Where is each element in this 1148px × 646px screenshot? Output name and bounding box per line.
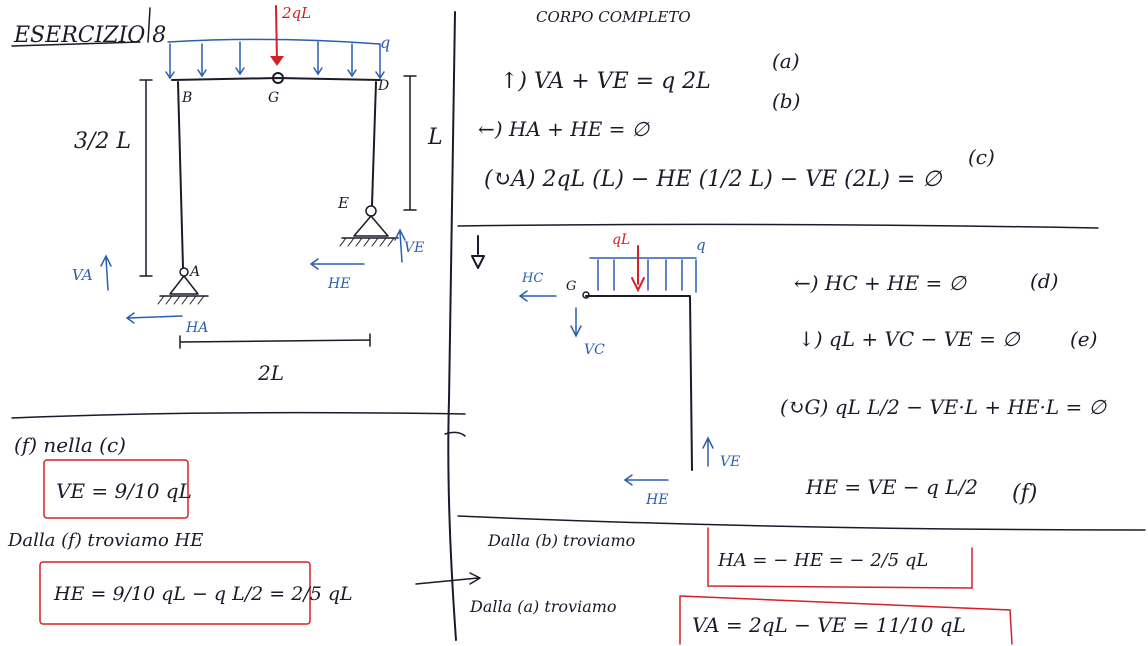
- tag-a: (a): [772, 49, 800, 73]
- sub-label-g: G: [566, 279, 576, 294]
- beam: [171, 77, 381, 81]
- sub-label-ql: qL: [612, 232, 630, 248]
- dim-left-label: 3/2 L: [74, 129, 131, 154]
- ha-result: HA = − HE = − 2/5 qL: [717, 550, 928, 571]
- page-dividers: [11, 11, 1146, 641]
- arrow-to-dalla-a: [415, 572, 481, 585]
- label-2ql: 2qL: [281, 4, 311, 22]
- full-body-heading: CORPO COMPLETO: [536, 8, 691, 26]
- sub-frame: [585, 295, 693, 471]
- sub-body-diagram: q qL HC G VC VE HE: [471, 232, 740, 508]
- dim-left: [139, 79, 153, 277]
- label-ha: HA: [185, 320, 208, 336]
- distributed-load: q: [165, 33, 390, 80]
- label-he: HE: [327, 276, 350, 292]
- f-in-c: (f) nella (c): [14, 433, 126, 457]
- reactions: VA HA VE HE: [72, 228, 424, 336]
- sub-hinge-g: [582, 291, 590, 299]
- support-e: [339, 205, 399, 247]
- ha-result-box: [707, 527, 973, 589]
- eq-c: (↻A) 2qL (L) − HE (1/2 L) − VE (2L) = ∅: [484, 167, 942, 192]
- label-va: VA: [72, 266, 93, 284]
- dim-span: [179, 333, 371, 349]
- tag-e: (e): [1070, 327, 1097, 351]
- eq-g: (↻G) qL L/2 − VE·L + HE·L = ∅: [780, 395, 1108, 419]
- label-b: B: [181, 90, 192, 106]
- va-result-box: [679, 595, 1013, 645]
- left-column: [177, 81, 184, 269]
- sub-label-q: q: [696, 236, 706, 254]
- hinge-g: [272, 72, 284, 84]
- dim-right-label: L: [427, 125, 443, 150]
- results: (f) nella (c) VE = 9/10 qL Dalla (f) tro…: [7, 433, 1013, 645]
- full-body-equations: CORPO COMPLETO ↑) VA + VE = q 2L (a) (b)…: [478, 8, 995, 192]
- point-load: 2qL: [270, 4, 311, 66]
- va-result: VA = 2qL − VE = 11/10 qL: [692, 613, 966, 637]
- support-a: [157, 267, 209, 305]
- label-a: A: [188, 264, 200, 280]
- label-ve: VE: [404, 240, 424, 256]
- dalla-a: Dalla (a) troviamo: [469, 597, 617, 616]
- label-e: E: [337, 194, 349, 212]
- label-g: G: [268, 90, 279, 106]
- dim-right: [403, 75, 417, 211]
- sub-label-vc: VC: [584, 342, 605, 358]
- eq-d: ←) HC + HE = ∅: [794, 271, 968, 295]
- tag-f: (f): [1012, 481, 1037, 506]
- label-d: D: [377, 78, 389, 94]
- eq-f: HE = VE − q L/2: [805, 475, 978, 499]
- eq-e: ↓) qL + VC − VE = ∅: [798, 327, 1021, 351]
- tag-d: (d): [1030, 269, 1058, 293]
- pointer-arrow: [471, 235, 485, 269]
- sub-body-equations: ←) HC + HE = ∅ (d) ↓) qL + VC − VE = ∅ (…: [780, 269, 1108, 506]
- ve-result-box: [43, 459, 189, 519]
- tag-b: (b): [772, 89, 800, 113]
- ve-result: VE = 9/10 qL: [56, 479, 192, 503]
- dim-span-label: 2L: [257, 361, 284, 385]
- right-column: [371, 81, 377, 206]
- frame-diagram: q 2qL B G D E A 3/2 L L 2L: [72, 4, 443, 385]
- label-q: q: [380, 33, 390, 52]
- he-result: HE = 9/10 qL − q L/2 = 2/5 qL: [53, 583, 353, 605]
- tag-c: (c): [968, 145, 995, 169]
- sub-label-hc: HC: [521, 271, 543, 286]
- he-result-box: [39, 561, 311, 625]
- dalla-f: Dalla (f) troviamo HE: [7, 530, 203, 551]
- sub-label-ve: VE: [720, 454, 740, 470]
- eq-a: ↑) VA + VE = q 2L: [500, 69, 711, 94]
- eq-b: ←) HA + HE = ∅: [478, 117, 651, 141]
- dalla-b: Dalla (b) troviamo: [487, 531, 635, 550]
- sub-label-he: HE: [645, 492, 668, 508]
